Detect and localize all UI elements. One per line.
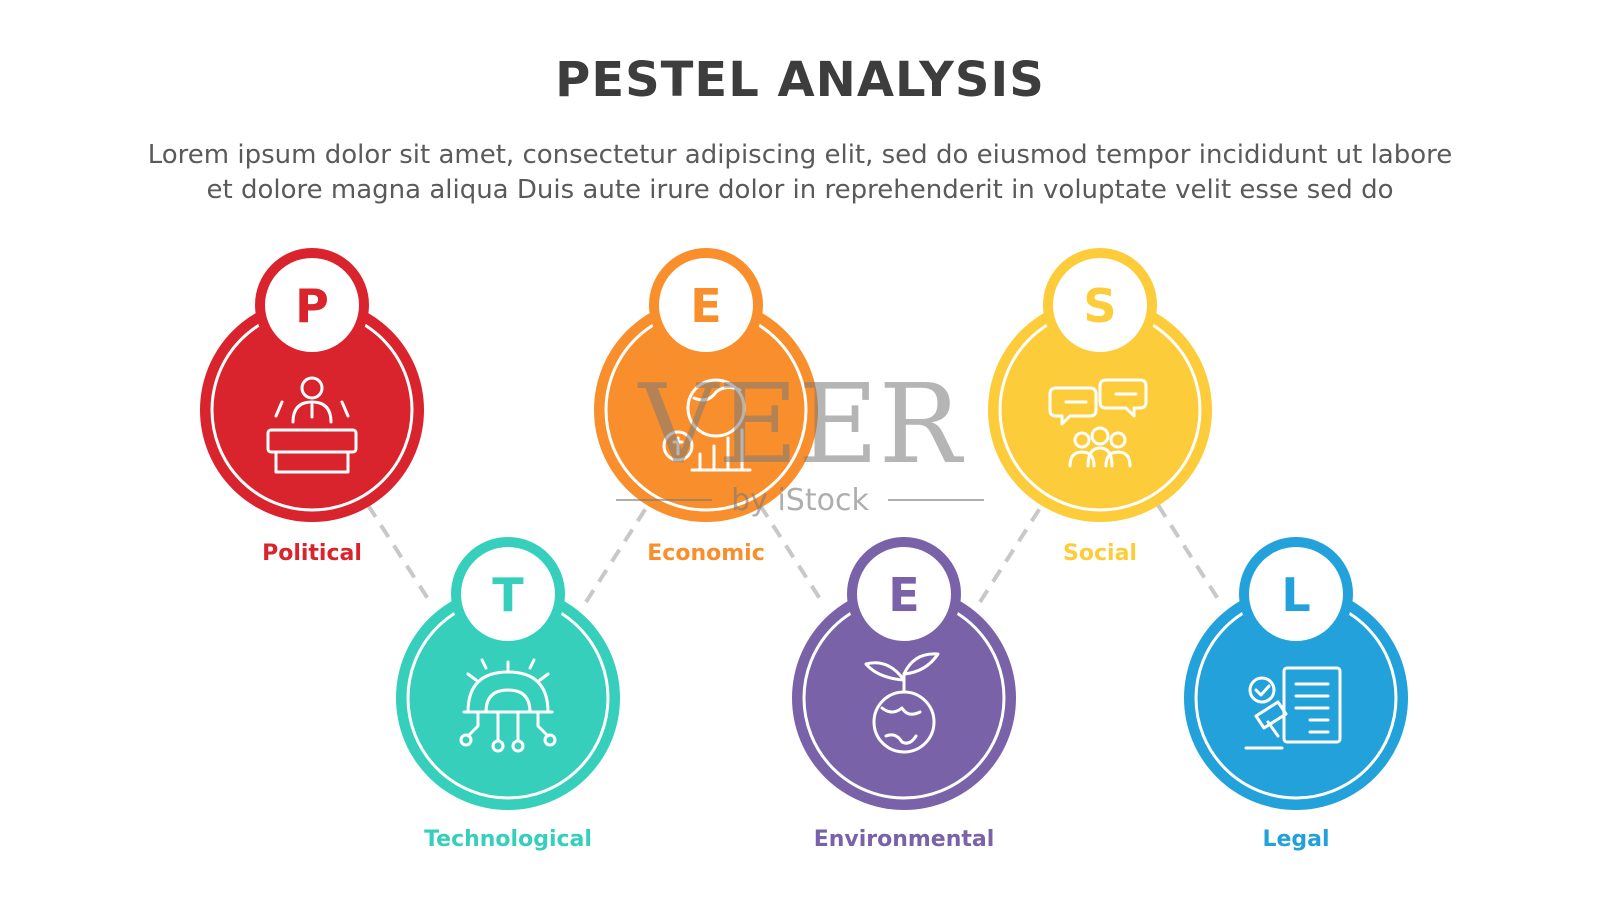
connector-e-e: [758, 503, 824, 604]
connectors: [366, 503, 1222, 604]
subtitle-line-1: Lorem ipsum dolor sit amet, consectetur …: [147, 140, 1453, 170]
subtitle-line-2: et dolore magna aliqua Duis aute irure d…: [206, 175, 1394, 205]
watermark: VEER by iStock: [616, 360, 984, 518]
factor-environmental: E Environmental: [792, 537, 1016, 852]
connector-e-s: [978, 503, 1044, 604]
factor-letter: T: [492, 568, 524, 622]
factor-letter: P: [295, 279, 329, 333]
factor-label: Technological: [424, 827, 592, 852]
earth-leaves-icon: [864, 652, 940, 754]
letter-badge: [1043, 248, 1157, 362]
factor-label: Environmental: [814, 827, 995, 852]
factor-technological: T Technological: [396, 537, 620, 852]
factor-circle: [988, 298, 1212, 522]
factor-circle: [1184, 586, 1408, 810]
connector-s-l: [1156, 503, 1222, 604]
watermark-sub: by iStock: [731, 483, 869, 518]
podium-speaker-icon: [266, 376, 358, 474]
letter-badge: [255, 248, 369, 362]
factor-letter: L: [1281, 568, 1310, 622]
factor-social: S Social: [988, 248, 1212, 566]
factor-circle: [594, 298, 818, 522]
factor-economic: E Economic: [594, 248, 818, 566]
watermark-main: VEER: [637, 360, 965, 488]
factor-label: Social: [1063, 541, 1137, 566]
letter-badge: [1239, 537, 1353, 651]
factor-label: Economic: [647, 541, 764, 566]
factor-letter: S: [1083, 279, 1116, 333]
connector-p-t: [366, 503, 432, 604]
gavel-document-icon: [1244, 666, 1342, 750]
factor-label: Political: [262, 541, 362, 566]
connector-t-e: [584, 503, 650, 604]
gear-circuit-icon: [459, 658, 557, 753]
factor-legal: L Legal: [1184, 537, 1408, 852]
factor-circle: [792, 586, 1016, 810]
factor-circle: [396, 586, 620, 810]
people-chat-icon: [1048, 378, 1148, 468]
letter-badge: [451, 537, 565, 651]
letter-badge: [847, 537, 961, 651]
factor-label: Legal: [1262, 827, 1329, 852]
letter-badge: [649, 248, 763, 362]
page-title: PESTEL ANALYSIS: [555, 52, 1045, 108]
factor-letter: E: [888, 568, 919, 622]
factor-political: P Political: [200, 248, 424, 566]
economy-chart-globe-icon: [662, 378, 752, 472]
factor-letter: E: [690, 279, 721, 333]
